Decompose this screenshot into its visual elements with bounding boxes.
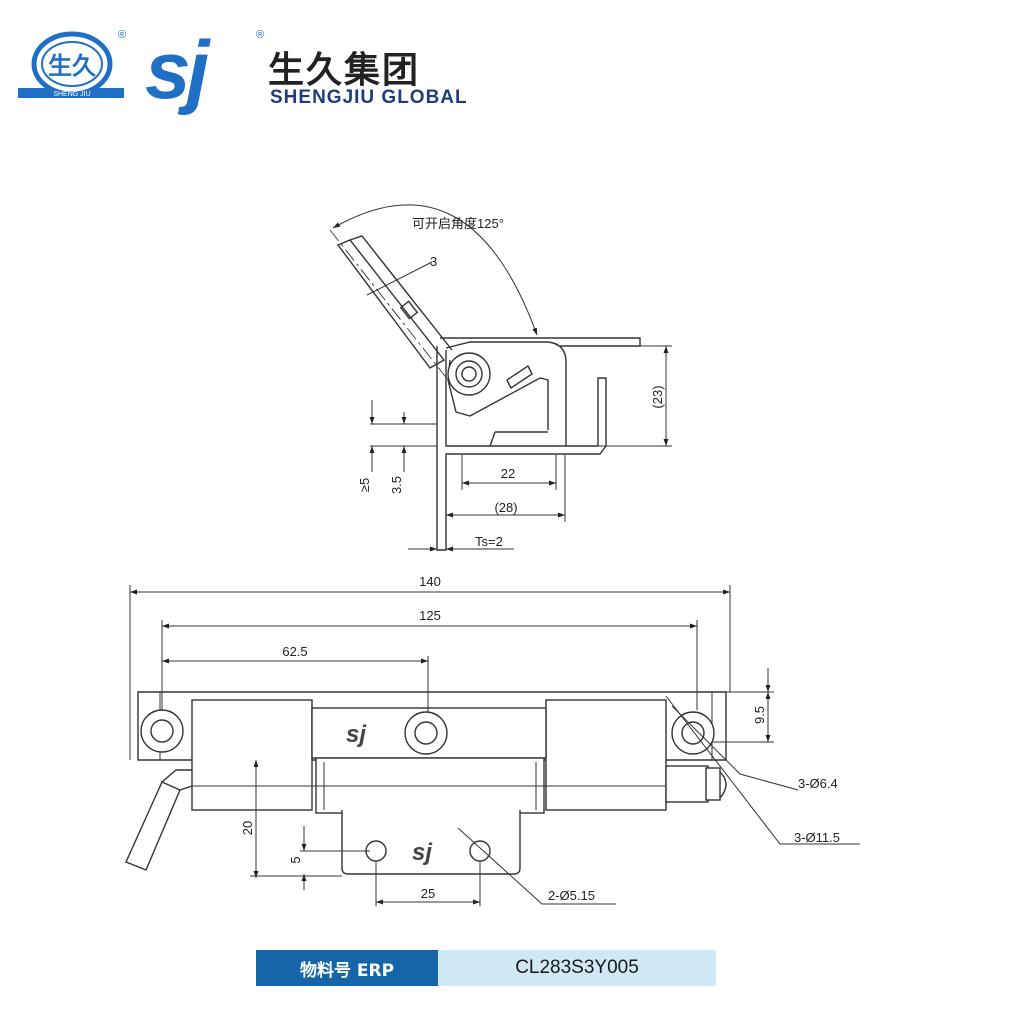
dim-ts-label: Ts=2 bbox=[475, 534, 503, 549]
dim-140-label: 140 bbox=[419, 574, 441, 589]
knuckle-right bbox=[545, 699, 667, 811]
open-leaf bbox=[336, 239, 446, 369]
leader-hole-small bbox=[671, 705, 799, 791]
pin-end bbox=[665, 765, 709, 803]
dim-3-leader bbox=[366, 261, 433, 296]
open-leaf-edge bbox=[349, 235, 453, 351]
hole-small-label: 3-Ø6.4 bbox=[798, 776, 838, 791]
opening-angle-arc bbox=[332, 204, 538, 336]
dim-3-label: 3 bbox=[430, 254, 437, 269]
leader-hole-large bbox=[665, 695, 860, 845]
brand-header: 生久 SHENG JIU ® sj ® 生久集团 SHENGJIU GLOBAL bbox=[18, 25, 468, 116]
stamp-logo-tab: sj bbox=[412, 839, 433, 866]
dim-22-label: 22 bbox=[501, 466, 515, 481]
open-leaf-centerline bbox=[329, 229, 453, 386]
hole-small-left bbox=[150, 719, 174, 743]
knuckle-pin bbox=[461, 366, 477, 382]
open-leaf-tab bbox=[399, 300, 419, 320]
brand-name-cn: 生久集团 bbox=[268, 50, 420, 91]
hinge-body bbox=[445, 341, 567, 446]
dim-28-label: (28) bbox=[494, 500, 517, 515]
knuckle-left bbox=[191, 699, 313, 811]
sj-mark: sj bbox=[145, 25, 212, 116]
hole-large-left bbox=[140, 709, 184, 753]
opening-angle-label: 可开启角度125° bbox=[412, 216, 504, 231]
cam-tab bbox=[506, 364, 533, 390]
bottom-tab bbox=[341, 810, 521, 875]
open-leaf-front bbox=[125, 781, 181, 871]
hole-small-right bbox=[681, 721, 705, 745]
pin-cap bbox=[705, 767, 721, 801]
hole-small-center bbox=[414, 721, 438, 745]
dim-25-label: 25 bbox=[421, 886, 435, 901]
registered-mark: ® bbox=[118, 29, 126, 41]
hole-large-right bbox=[671, 711, 715, 755]
hinge-base bbox=[489, 431, 548, 447]
dim-9-5-label: 9.5 bbox=[752, 706, 767, 724]
hole-tab-right bbox=[469, 840, 491, 862]
knuckle-outer bbox=[447, 352, 491, 396]
brand-name-en: SHENGJIU GLOBAL bbox=[270, 87, 468, 108]
dim-125-label: 125 bbox=[419, 608, 441, 623]
side-view-labels: 可开启角度125° 3 (23) 22 (28) ≥5 3.5 Ts=2 bbox=[357, 216, 665, 549]
erp-label: 物料号 ERP bbox=[256, 950, 438, 986]
seal-subtext: SHENG JIU bbox=[53, 91, 90, 98]
registered-mark-2: ® bbox=[256, 29, 264, 41]
dim-3-5-label: 3.5 bbox=[389, 476, 404, 494]
front-view-labels: 140 125 62.5 9.5 20 5 25 3-Ø6.4 3-Ø11.5 … bbox=[240, 574, 840, 903]
erp-bar: 物料号 ERP CL283S3Y005 bbox=[256, 950, 716, 986]
dim-5-label: 5 bbox=[288, 856, 303, 863]
hole-large-label: 3-Ø11.5 bbox=[794, 830, 840, 845]
dim-62-5-label: 62.5 bbox=[282, 644, 307, 659]
dim-ge5-label: ≥5 bbox=[357, 478, 372, 492]
side-view bbox=[329, 204, 672, 552]
hole-large-center bbox=[404, 711, 448, 755]
stamp-logo-center: sj bbox=[346, 721, 367, 748]
hole-bottom-label: 2-Ø5.15 bbox=[548, 888, 595, 903]
knuckle-middle bbox=[455, 360, 483, 388]
sj-brand-mark: sj ® bbox=[145, 25, 264, 116]
hinge-cam bbox=[447, 359, 549, 430]
seal-text: 生久 bbox=[48, 52, 96, 80]
front-view bbox=[125, 585, 860, 906]
leader-hole-bottom bbox=[457, 827, 616, 905]
shengjiu-seal-logo: 生久 SHENG JIU ® bbox=[18, 29, 126, 98]
dim-20-label: 20 bbox=[240, 821, 255, 835]
erp-value: CL283S3Y005 bbox=[438, 950, 716, 986]
dim-23-label: (23) bbox=[650, 385, 665, 408]
front-view-stamps: sj sj bbox=[346, 721, 433, 866]
